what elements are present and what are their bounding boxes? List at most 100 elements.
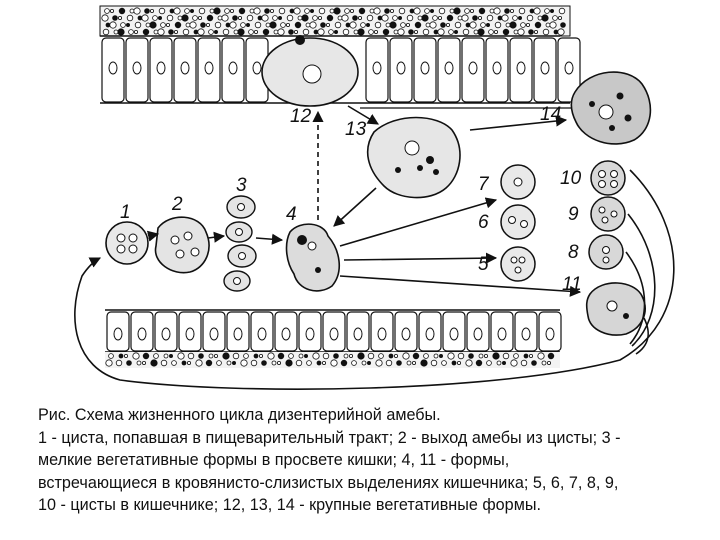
granule xyxy=(167,15,173,21)
granule xyxy=(455,22,461,28)
granule xyxy=(473,16,478,21)
granule xyxy=(102,15,108,21)
granule xyxy=(294,30,297,33)
granule xyxy=(281,23,286,28)
label-14: 14 xyxy=(540,104,561,125)
granule xyxy=(313,353,319,359)
granule xyxy=(431,360,437,366)
granule xyxy=(433,16,438,21)
granule xyxy=(321,23,326,28)
granule xyxy=(553,16,558,21)
granule xyxy=(414,30,417,33)
granule xyxy=(227,361,231,365)
granule xyxy=(449,30,454,35)
granule xyxy=(386,23,390,27)
cell-nucleus xyxy=(450,328,458,340)
caption-line: мелкие вегетативные формы в просвете киш… xyxy=(38,449,698,472)
granule xyxy=(561,23,566,28)
label-3: 3 xyxy=(236,175,247,196)
granule xyxy=(233,353,239,359)
granule xyxy=(514,354,519,359)
granule xyxy=(303,29,309,35)
granule xyxy=(353,16,358,21)
granule xyxy=(454,30,457,33)
granule xyxy=(394,30,398,34)
granule xyxy=(214,8,220,14)
granule xyxy=(367,361,370,364)
granule xyxy=(374,30,377,33)
cell-nucleus xyxy=(205,62,213,74)
cell-nucleus xyxy=(498,328,506,340)
granule xyxy=(307,361,312,366)
cell-nucleus xyxy=(469,62,477,74)
granule xyxy=(334,354,339,359)
granule xyxy=(524,354,528,358)
granule xyxy=(394,354,397,357)
granule xyxy=(158,16,161,19)
cell-nucleus xyxy=(282,328,290,340)
granule xyxy=(190,9,193,12)
granule xyxy=(538,353,544,359)
granule xyxy=(119,8,125,14)
granule xyxy=(448,353,454,359)
granule xyxy=(158,29,164,35)
granule xyxy=(481,23,486,28)
cell-nucleus xyxy=(181,62,189,74)
granule xyxy=(465,9,470,14)
label-13: 13 xyxy=(345,119,367,140)
granule xyxy=(470,22,476,28)
granule xyxy=(383,29,389,35)
granule xyxy=(401,23,406,28)
cell-nucleus xyxy=(493,62,501,74)
granule xyxy=(438,29,444,35)
granule xyxy=(249,30,254,35)
granule xyxy=(487,15,493,21)
granule xyxy=(398,29,404,35)
arrow-3-to-4 xyxy=(256,238,282,240)
cell-nucleus xyxy=(426,328,434,340)
cell-nucleus xyxy=(402,328,410,340)
granule xyxy=(142,15,148,21)
label-7: 7 xyxy=(478,174,490,195)
granule xyxy=(241,360,247,366)
caption-line: 10 - цисты в кишечнике; 12, 13, 14 - кру… xyxy=(38,494,698,517)
granule xyxy=(334,8,340,14)
granule xyxy=(199,354,204,359)
cell-nucleus xyxy=(133,62,141,74)
granule xyxy=(215,22,221,28)
granule xyxy=(302,15,308,21)
granule xyxy=(452,361,456,365)
granule xyxy=(304,354,307,357)
granule xyxy=(118,16,121,19)
granule xyxy=(414,8,420,14)
granule xyxy=(201,23,206,28)
cell-nucleus xyxy=(397,62,405,74)
granule xyxy=(182,361,186,365)
granule xyxy=(233,16,238,21)
granule xyxy=(290,9,294,13)
granule xyxy=(418,16,422,20)
granule xyxy=(193,16,198,21)
granule xyxy=(358,353,364,359)
label-10: 10 xyxy=(560,168,582,189)
stage-8-cyst xyxy=(589,235,623,269)
granule xyxy=(367,15,373,21)
granule xyxy=(187,361,190,364)
granule xyxy=(385,9,390,14)
granule xyxy=(503,29,509,35)
granule xyxy=(412,361,415,364)
granule xyxy=(550,22,556,28)
stage-11-form xyxy=(587,283,645,335)
granule xyxy=(350,22,356,28)
granule xyxy=(470,9,473,12)
granule xyxy=(239,8,245,14)
granule xyxy=(375,22,381,28)
granule xyxy=(494,30,497,33)
arrow-13-to-4 xyxy=(334,188,376,226)
granule xyxy=(510,9,513,12)
granule xyxy=(486,23,489,26)
granule xyxy=(270,22,276,28)
stage-2-excystation xyxy=(155,217,209,273)
caption-line: встречающиеся в кровянисто-слизистых выд… xyxy=(38,472,698,495)
granule xyxy=(362,361,366,365)
